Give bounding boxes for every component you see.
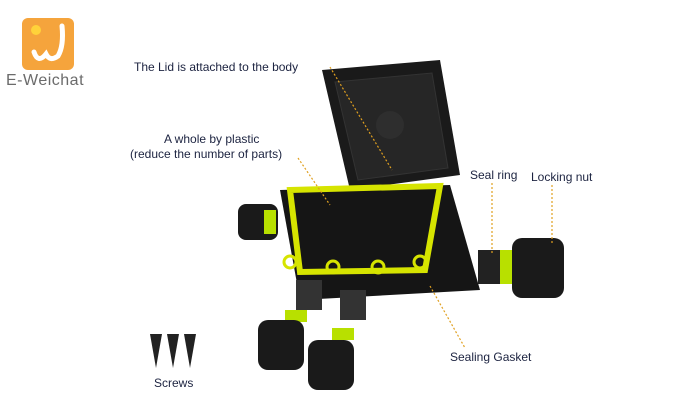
label-seal-ring: Seal ring (470, 168, 518, 182)
cable-glands (238, 204, 564, 390)
label-plastic-1: A whole by plastic (164, 132, 260, 146)
label-lid: The Lid is attached to the body (134, 60, 299, 74)
box-body (280, 182, 480, 300)
lid (322, 60, 460, 190)
logo-text: E-Weichat (6, 72, 85, 89)
label-screws: Screws (154, 376, 194, 390)
leader-lines (297, 66, 553, 349)
label-sealing-gasket: Sealing Gasket (450, 350, 532, 364)
brand-logo (22, 18, 74, 70)
screws (150, 334, 196, 368)
label-locking-nut: Locking nut (531, 170, 593, 184)
label-plastic-2: (reduce the number of parts) (130, 147, 283, 161)
logo-w-icon (31, 23, 65, 62)
